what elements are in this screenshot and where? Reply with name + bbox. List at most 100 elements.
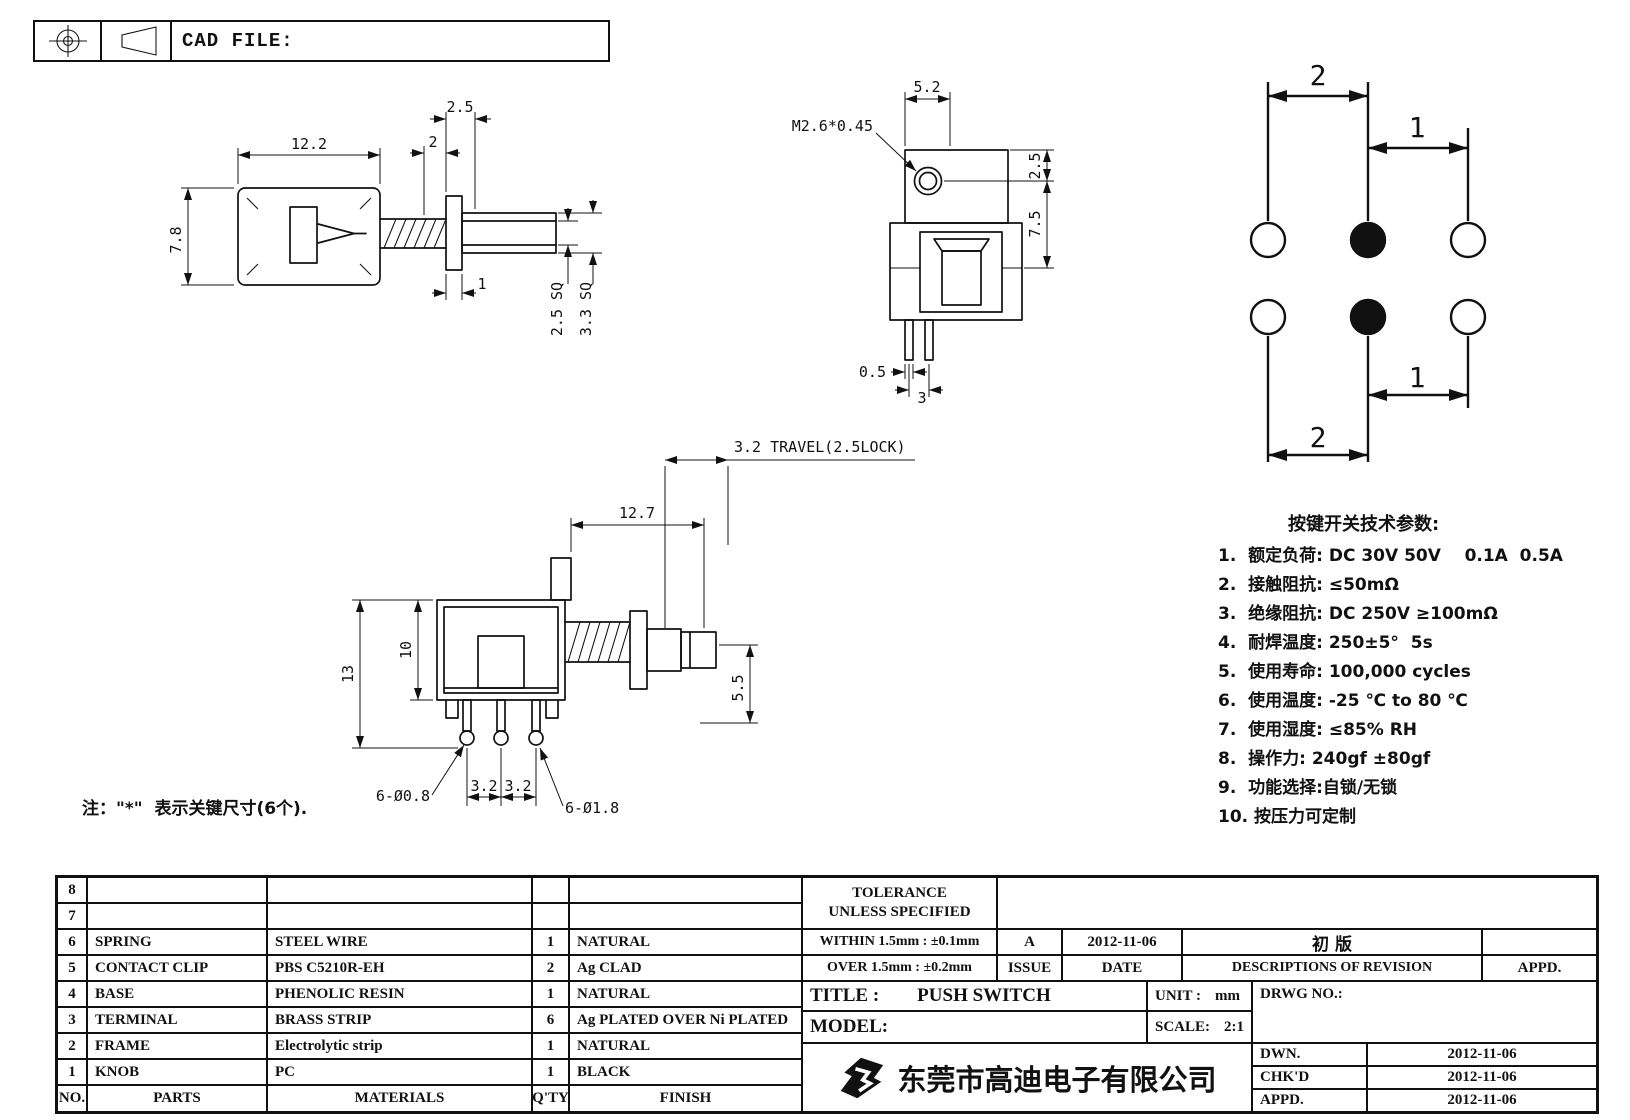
dim-side-2: 2 [428, 133, 437, 151]
cad-file-box: CAD FILE: [33, 20, 610, 62]
parts-finish: Ag CLAD [569, 955, 802, 981]
parts-finish: NATURAL [569, 981, 802, 1007]
parts-qty: 1 [532, 1059, 569, 1085]
issue-value: A [997, 929, 1062, 955]
blank-cell [997, 877, 1597, 929]
parts-material: BRASS STRIP [267, 1007, 532, 1033]
key-dimension-note: 注："*" 表示关键尺寸(6个). [82, 799, 308, 819]
tolerance-cell: TOLERANCE UNLESS SPECIFIED [802, 877, 997, 929]
front-view: 5.2 M2.6*0.45 2.5 7.5 0.5 3 [792, 78, 1054, 407]
company-cell: 东莞市高迪电子有限公司 [802, 1043, 1252, 1112]
spec-list: 按键开关技术参数: 1. 额定负荷: DC 30V 50V 0.1A 0.5A … [1218, 510, 1578, 832]
scale-label: SCALE: [1155, 1018, 1211, 1035]
tolerance-within: WITHIN 1.5mm : ±0.1mm [802, 929, 997, 955]
dim-pcb-bot-1: 1 [1409, 361, 1426, 394]
dim-leg-pitch: 3 [917, 389, 926, 407]
company-logo-icon [841, 1057, 884, 1098]
spec-item: 2. 接触阻抗: ≤50mΩ [1218, 575, 1399, 595]
spec-item: 5. 使用寿命: 100,000 cycles [1218, 662, 1471, 682]
sign-date-chkd: 2012-11-06 [1367, 1066, 1597, 1089]
parts-name [87, 903, 267, 929]
dim-shaft-33sq: 3.3 SQ [577, 282, 595, 336]
parts-header-parts: PARTS [87, 1085, 267, 1112]
dim-front-width: 5.2 [913, 78, 940, 96]
dim-pitch-32b: 3.2 [504, 777, 531, 795]
parts-name: TERMINAL [87, 1007, 267, 1033]
dim-front-25: 2.5 [1026, 152, 1044, 179]
dim-pcb-bot-2: 2 [1310, 421, 1327, 454]
cone-projection-icon [121, 26, 157, 56]
sign-label-chkd: CHK'D [1252, 1066, 1367, 1089]
parts-material: PHENOLIC RESIN [267, 981, 532, 1007]
dim-pcb-top-1: 1 [1409, 111, 1426, 144]
title-cell: TITLE : PUSH SWITCH [802, 981, 1147, 1011]
dim-side-width: 12.2 [291, 135, 327, 153]
model-cell: MODEL: [802, 1011, 1147, 1043]
side-view: 12.2 2.5 2 7.8 1 2.5 SQ 3.3 SQ [167, 98, 602, 336]
parts-name: KNOB [87, 1059, 267, 1085]
parts-name: SPRING [87, 929, 267, 955]
parts-no: 7 [57, 903, 87, 929]
spec-item: 7. 使用湿度: ≤85% RH [1218, 720, 1418, 740]
dim-side-height: 7.8 [167, 226, 185, 253]
company-name: 东莞市高迪电子有限公司 [897, 1062, 1217, 1097]
parts-qty: 1 [532, 929, 569, 955]
thread-callout: M2.6*0.45 [792, 117, 873, 135]
parts-name: CONTACT CLIP [87, 955, 267, 981]
parts-qty [532, 877, 569, 903]
parts-finish: NATURAL [569, 1033, 802, 1059]
main-view: 3.2 TRAVEL(2.5LOCK) 12.7 13 10 5.5 6-Ø0.… [339, 438, 915, 817]
parts-no: 8 [57, 877, 87, 903]
parts-no: 6 [57, 929, 87, 955]
parts-no: 2 [57, 1033, 87, 1059]
hole-callout-08: 6-Ø0.8 [376, 787, 430, 805]
title-value: PUSH SWITCH [917, 985, 1051, 1006]
dim-front-75: 7.5 [1026, 210, 1044, 237]
parts-material: Electrolytic strip [267, 1033, 532, 1059]
revision-label: DESCRIPTIONS OF REVISION [1182, 955, 1482, 981]
spec-item: 9. 功能选择:自锁/无锁 [1218, 778, 1398, 798]
tolerance-line1: TOLERANCE [852, 885, 947, 901]
tolerance-line2: UNLESS SPECIFIED [828, 904, 971, 920]
pcb-pattern-view: 2 1 1 2 [1249, 59, 1487, 462]
parts-header-qty: Q'TY [532, 1085, 569, 1112]
title-label: TITLE : [810, 985, 880, 1006]
spec-item: 6. 使用温度: -25 ℃ to 80 ℃ [1218, 691, 1468, 711]
sign-date-dwn: 2012-11-06 [1367, 1043, 1597, 1066]
dim-travel: 3.2 TRAVEL(2.5LOCK) [734, 438, 906, 456]
parts-qty: 2 [532, 955, 569, 981]
date-label: DATE [1062, 955, 1182, 981]
dim-main-55: 5.5 [729, 674, 747, 701]
issue-date: 2012-11-06 [1062, 929, 1182, 955]
dim-pcb-top-2: 2 [1310, 59, 1327, 92]
parts-finish [569, 903, 802, 929]
issue-label: ISSUE [997, 955, 1062, 981]
spec-item: 1. 额定负荷: DC 30V 50V 0.1A 0.5A [1218, 546, 1563, 566]
appd-label: APPD. [1482, 955, 1597, 981]
spec-item: 4. 耐焊温度: 250±5° 5s [1218, 633, 1433, 653]
parts-qty: 1 [532, 1033, 569, 1059]
sign-label-appd: APPD. [1252, 1089, 1367, 1112]
drwg-no-cell: DRWG NO.: [1252, 981, 1597, 1043]
parts-qty [532, 903, 569, 929]
spec-item: 10. 按压力可定制 [1218, 807, 1357, 827]
pcb-hole-filled [1349, 298, 1387, 336]
cone-symbol-cell [102, 22, 172, 60]
hole-callout-18: 6-Ø1.8 [565, 799, 619, 817]
revision-value: 初 版 [1182, 929, 1482, 955]
parts-material: PBS C5210R-EH [267, 955, 532, 981]
parts-name: FRAME [87, 1033, 267, 1059]
blank-cell [1482, 929, 1597, 955]
spec-title: 按键开关技术参数: [1288, 514, 1440, 535]
sign-label-dwn: DWN. [1252, 1043, 1367, 1066]
first-angle-projection-icon [48, 25, 87, 57]
dim-side-1: 1 [477, 275, 486, 293]
parts-header-no: NO. [57, 1085, 87, 1112]
parts-name [87, 877, 267, 903]
dim-shaft-25sq: 2.5 SQ [548, 282, 566, 336]
parts-no: 4 [57, 981, 87, 1007]
parts-qty: 1 [532, 981, 569, 1007]
parts-finish: Ag PLATED OVER Ni PLATED [569, 1007, 802, 1033]
dim-side-25: 2.5 [446, 98, 473, 116]
